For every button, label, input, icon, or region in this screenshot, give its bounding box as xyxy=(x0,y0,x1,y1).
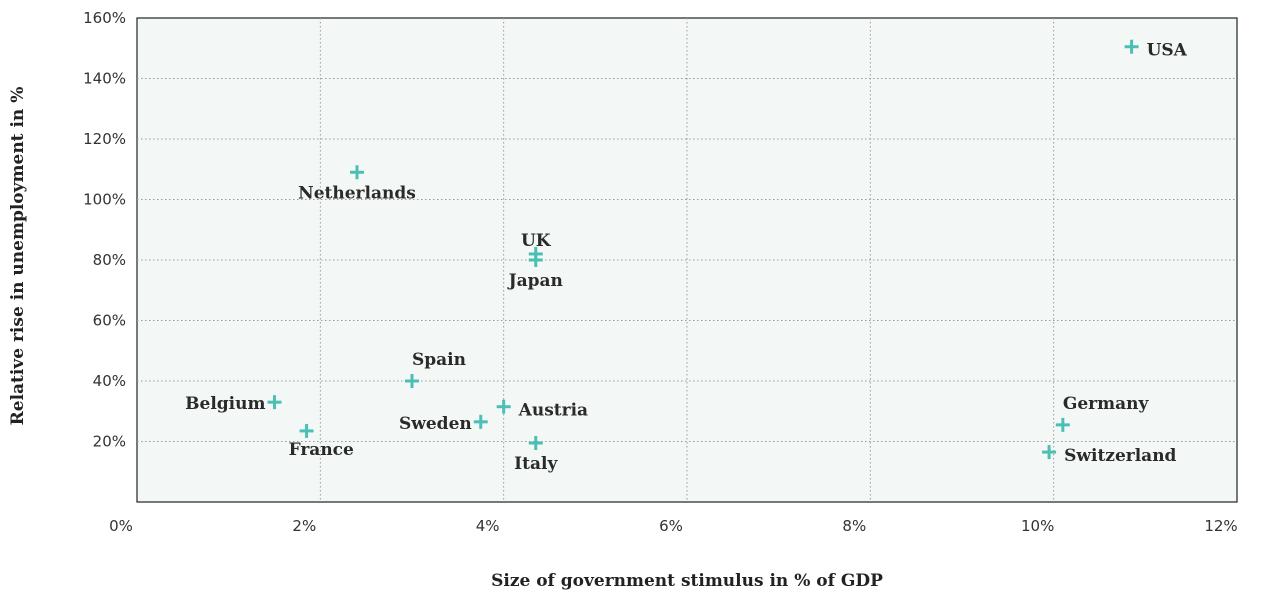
point-label: USA xyxy=(1147,41,1188,61)
point-label: Switzerland xyxy=(1064,446,1176,466)
y-tick-label: 60% xyxy=(93,312,126,330)
x-tick-label: 0% xyxy=(109,517,133,535)
x-tick-label: 10% xyxy=(1021,517,1054,535)
y-tick-label: 100% xyxy=(83,191,126,209)
point-label: Netherlands xyxy=(298,183,416,203)
point-label: Japan xyxy=(507,271,563,291)
y-tick-label: 160% xyxy=(83,9,126,27)
x-tick-label: 4% xyxy=(476,517,500,535)
data-point: Belgium xyxy=(185,394,282,414)
x-tick-label: 8% xyxy=(842,517,866,535)
x-tick-label: 12% xyxy=(1204,517,1237,535)
y-axis-title: Relative rise in unemployment in % xyxy=(8,87,28,426)
y-tick-label: 80% xyxy=(93,251,126,269)
data-point: Austria xyxy=(496,399,588,421)
data-point: Japan xyxy=(507,253,563,291)
y-tick-label: 140% xyxy=(83,70,126,88)
y-tick-label: 120% xyxy=(83,130,126,148)
point-label: Germany xyxy=(1063,394,1150,414)
point-label: France xyxy=(289,440,354,460)
data-point: Netherlands xyxy=(298,165,416,203)
point-label: Belgium xyxy=(185,394,265,414)
point-label: Sweden xyxy=(399,414,472,434)
x-tick-label: 6% xyxy=(659,517,683,535)
grid-lines xyxy=(137,18,1237,502)
x-axis-title: Size of government stimulus in % of GDP xyxy=(491,571,883,591)
point-label: Austria xyxy=(518,401,588,421)
data-point: Sweden xyxy=(399,414,488,434)
data-point: USA xyxy=(1124,39,1188,61)
data-point: France xyxy=(289,423,354,460)
x-tick-label: 2% xyxy=(292,517,316,535)
point-label: UK xyxy=(521,231,552,251)
data-point: Germany xyxy=(1055,394,1150,432)
point-label: Spain xyxy=(412,350,466,370)
data-point: Italy xyxy=(514,436,558,474)
data-point: Switzerland xyxy=(1042,445,1177,466)
point-label: Italy xyxy=(514,454,558,474)
data-point: Spain xyxy=(405,350,466,388)
axis-ticks: 0% 2% 4% 6% 8% 10% 12% 20% 40% 60% 80% 100% 120% 140%… xyxy=(83,9,1238,535)
y-tick-label: 40% xyxy=(93,372,126,390)
y-tick-label: 20% xyxy=(93,433,126,451)
